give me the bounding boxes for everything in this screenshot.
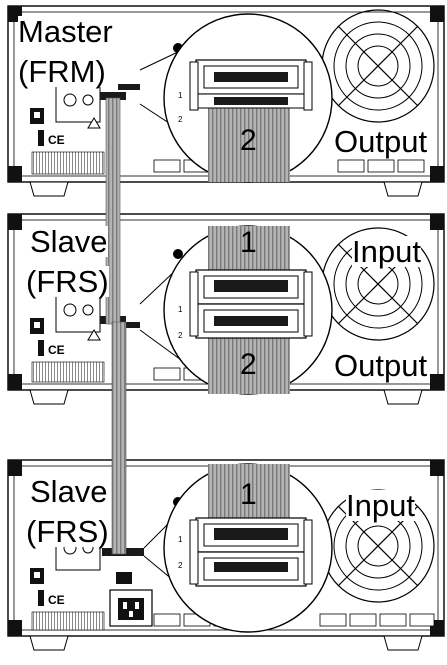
ce-mark-icon: CE [38, 130, 65, 147]
svg-text:1: 1 [178, 305, 183, 314]
ribbon-cable-2 [112, 322, 126, 554]
unit-role-code: (FRS) [26, 516, 109, 547]
port-label: Input [346, 490, 415, 521]
svg-text:2: 2 [178, 561, 183, 570]
connector-number-label: 1 [240, 228, 257, 258]
usb-icon [30, 568, 44, 584]
svg-text:2: 2 [178, 331, 183, 340]
connector-number-label: 1 [240, 480, 257, 510]
ce-mark-icon: CE [38, 590, 65, 607]
connector-number-label: 2 [240, 126, 257, 156]
connector-number-label: 2 [240, 350, 257, 380]
svg-text:2: 2 [178, 115, 183, 124]
svg-text:CE: CE [48, 133, 65, 147]
unit-role-label: Slave [30, 476, 108, 507]
svg-text:CE: CE [48, 343, 65, 357]
unit-role-code: (FRM) [18, 56, 106, 87]
usb-icon [30, 108, 44, 124]
svg-text:CE: CE [48, 593, 65, 607]
unit-role-code: (FRS) [26, 266, 109, 297]
unit-role-label: Slave [30, 226, 108, 257]
power-inlet-icon [110, 590, 152, 626]
svg-text:1: 1 [178, 535, 183, 544]
svg-text:1: 1 [178, 91, 183, 100]
port-label: Output [334, 126, 427, 157]
unit-role-label: Master [18, 16, 113, 47]
port-label: Input [352, 236, 421, 267]
port-label: Output [334, 350, 427, 381]
power-switch-icon [116, 572, 132, 584]
usb-icon [30, 318, 44, 334]
ce-mark-icon: CE [38, 340, 65, 357]
